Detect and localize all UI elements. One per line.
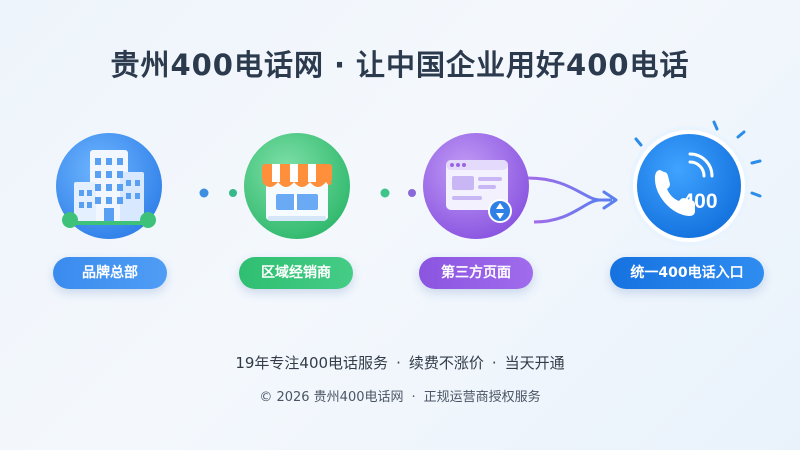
authorization-note: 正规运营商授权服务 bbox=[423, 390, 541, 405]
storefront-icon bbox=[244, 133, 350, 239]
tagline-item: 19年专注400电话服务 bbox=[235, 354, 389, 372]
step-label-brand-hq: 品牌总部 bbox=[53, 257, 167, 289]
connector-1 bbox=[170, 188, 240, 198]
tagline-item: 续费不涨价 bbox=[408, 354, 484, 372]
title-brand: 贵州400电话网 bbox=[110, 48, 324, 82]
office-building-icon bbox=[56, 133, 162, 239]
step-label-unified-400-entry: 统一400电话入口 bbox=[610, 257, 764, 289]
title-slogan: 让中国企业用好400电话 bbox=[356, 48, 690, 82]
page-title: 贵州400电话网 · 让中国企业用好400电话 bbox=[0, 42, 800, 84]
footer-separator: · bbox=[411, 390, 416, 405]
tagline-separator: · bbox=[396, 354, 401, 372]
tagline-separator: · bbox=[491, 354, 497, 372]
title-separator: · bbox=[333, 48, 347, 82]
copyright-text: © 2026 贵州400电话网 bbox=[259, 390, 404, 405]
phone-badge-text: 400 bbox=[682, 190, 717, 213]
connector-3 bbox=[527, 176, 618, 224]
tagline: 19年专注400电话服务 · 续费不涨价 · 当天开通 bbox=[0, 352, 800, 373]
connector-2 bbox=[355, 188, 425, 198]
tagline-item: 当天开通 bbox=[504, 354, 565, 372]
footer-copyright: © 2026 贵州400电话网 · 正规运营商授权服务 bbox=[0, 386, 800, 405]
phone-400-icon: 400 bbox=[629, 120, 762, 246]
step-label-third-party-page: 第三方页面 bbox=[419, 257, 533, 289]
step-label-regional-dealer: 区域经销商 bbox=[239, 257, 353, 289]
web-page-icon bbox=[423, 133, 529, 239]
